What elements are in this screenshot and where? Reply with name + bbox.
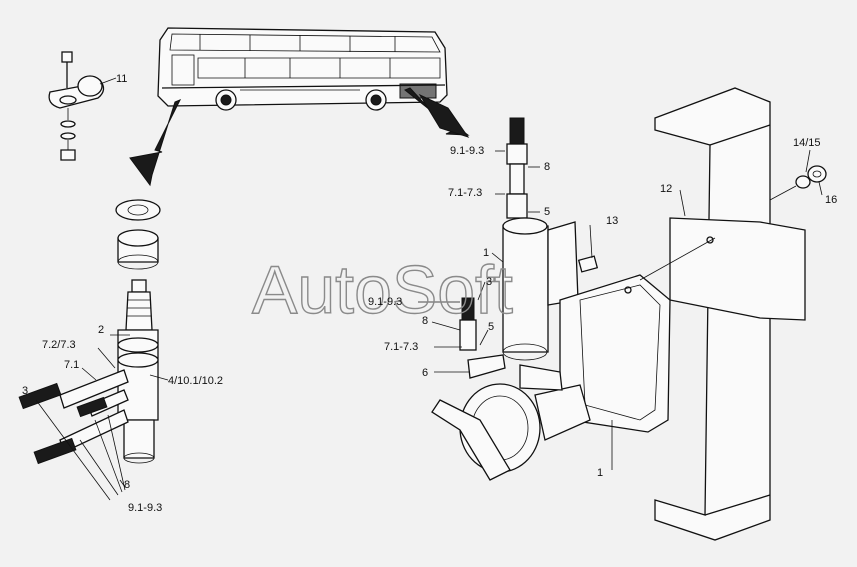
callout-3-left: 3 bbox=[22, 385, 28, 397]
callout-8-left: 8 bbox=[124, 479, 130, 491]
mounting-bracket-12 bbox=[624, 87, 827, 541]
bus-illustration bbox=[157, 27, 448, 111]
left-valve-assembly bbox=[18, 199, 161, 465]
callout-7-1: 7.1 bbox=[64, 359, 79, 371]
callout-5-top: 5 bbox=[544, 206, 550, 218]
bracket-assembly-11 bbox=[48, 51, 117, 161]
callout-6: 6 bbox=[422, 367, 428, 379]
callout-4-10-1-10-2: 4/10.1/10.2 bbox=[168, 375, 223, 387]
callout-11: 11 bbox=[116, 73, 127, 85]
callout-9-1-9-3-top: 9.1-9.3 bbox=[450, 145, 484, 157]
callout-8-mid: 8 bbox=[422, 315, 428, 327]
callout-1-bottom: 1 bbox=[597, 467, 603, 479]
callout-7-1-7-3-top: 7.1-7.3 bbox=[448, 187, 482, 199]
callout-3-mid: 3 bbox=[486, 276, 492, 288]
leader-lines bbox=[35, 149, 823, 501]
main-unit-assembly bbox=[431, 117, 671, 481]
callout-1-top: 1 bbox=[483, 247, 489, 259]
callout-9-1-9-3-mid: 9.1-9.3 bbox=[368, 296, 402, 308]
watermark-text: AutoSoft bbox=[252, 252, 513, 328]
callout-5-mid: 5 bbox=[488, 321, 494, 333]
callout-2: 2 bbox=[98, 324, 104, 336]
callout-13: 13 bbox=[606, 215, 618, 227]
callout-14-15: 14/15 bbox=[793, 137, 821, 149]
pointer-arrow-left bbox=[129, 99, 182, 187]
callout-12: 12 bbox=[660, 183, 672, 195]
callout-16: 16 bbox=[825, 194, 837, 206]
callout-7-2-7-3: 7.2/7.3 bbox=[42, 339, 76, 351]
callout-8-top: 8 bbox=[544, 161, 550, 173]
callout-7-1-7-3-mid: 7.1-7.3 bbox=[384, 341, 418, 353]
callout-9-1-9-3-left: 9.1-9.3 bbox=[128, 502, 162, 514]
